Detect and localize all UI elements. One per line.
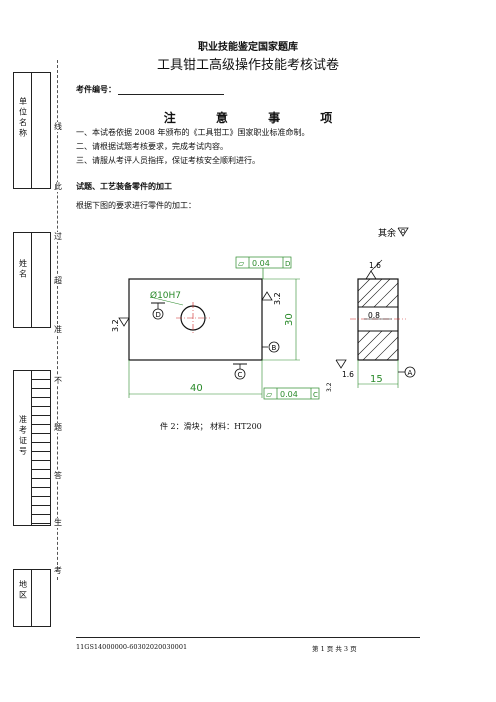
main-title: 工具钳工高级操作技能考核试卷 — [156, 58, 339, 73]
region-box[interactable]: 地 区 — [13, 569, 51, 627]
datum-d-circle — [152, 308, 164, 320]
ticket-number-box[interactable]: 准 考 证 号 — [13, 370, 51, 526]
section-title: 试题、工艺装备零件的加工 — [76, 181, 172, 191]
flatness-bottom-value: 0.04 — [280, 390, 298, 399]
notice-item-2: 二、请根据试题考核要求，完成考试内容。 — [76, 142, 228, 151]
datum-c-letter: C — [238, 371, 243, 379]
binding-char-6: 不 — [53, 376, 63, 386]
notice-title: 注 意 事 项 — [163, 111, 351, 125]
top-title: 职业技能鉴定国家题库 — [198, 42, 298, 53]
footer-page: 第 1 页 共 3 页 — [312, 645, 357, 653]
region-label: 地 区 — [18, 580, 28, 599]
section-center-label: 0.8 — [368, 311, 380, 320]
svg-text:C: C — [313, 391, 318, 399]
binding-char-8: 答 — [53, 471, 63, 481]
flatness-frame-bottom — [263, 387, 320, 400]
roughness-bottom: 3.2 — [326, 382, 333, 392]
name-box[interactable]: 姓 名 — [13, 232, 51, 328]
footer-rule — [76, 637, 420, 638]
exam-number-label: 考件编号： — [76, 84, 116, 94]
binding-char-7: 题 — [53, 423, 63, 433]
binding-char-4: 超 — [53, 276, 63, 286]
roughness-side-bottom: 1.6 — [342, 370, 354, 379]
rest-label: 其余 — [378, 227, 396, 239]
ticket-number-label: 准 考 证 号 — [18, 415, 28, 455]
unit-name-box[interactable]: 单 位 名 称 — [13, 72, 51, 189]
side-view-outline — [357, 278, 399, 361]
front-view-outline — [128, 278, 263, 361]
unit-name-label: 单 位 名 称 — [18, 97, 28, 137]
dim-15-label: 15 — [370, 374, 383, 385]
footer-code: 11GS14000000-60302020030001 — [76, 643, 188, 651]
roughness-left: 3.2 — [111, 319, 120, 332]
binding-char-3: 过 — [53, 232, 63, 242]
binding-char-2: 此 — [53, 182, 63, 192]
binding-char-5: 准 — [53, 325, 63, 335]
section-description: 根据下图的要求进行零件的加工： — [76, 201, 196, 210]
binding-char-10: 考 — [53, 566, 63, 576]
flatness-frame-top — [235, 256, 292, 269]
datum-d-letter: D — [156, 311, 161, 319]
binding-char-9: 生 — [53, 518, 63, 528]
notice-item-1: 一、本试卷依据 2008 年颁布的《工具钳工》国家职业标准命制。 — [76, 128, 310, 137]
hole-leader — [149, 296, 184, 306]
roughness-right: 3.2 — [273, 292, 282, 305]
flatness-top-value: 0.04 — [252, 259, 270, 268]
dim-40-label: 40 — [190, 383, 203, 394]
exam-number-blank[interactable] — [118, 94, 224, 95]
part-caption: 件 2：滑块； 材料：HT200 — [160, 422, 262, 431]
notice-item-3: 三、请服从考评人员指挥，保证考核安全顺利进行。 — [76, 156, 260, 165]
hole-label: Ø10H7 — [150, 290, 181, 301]
dim-30-label: 30 — [284, 313, 295, 326]
binding-char-1: 线 — [53, 122, 63, 132]
svg-text:D: D — [285, 260, 290, 268]
binding-line — [57, 60, 58, 580]
svg-text:⏥: ⏥ — [238, 259, 245, 268]
datum-b-letter: B — [272, 344, 277, 352]
roughness-side-top: 1.6 — [369, 261, 381, 270]
svg-text:⏥: ⏥ — [266, 390, 273, 399]
datum-a-letter: A — [408, 369, 413, 377]
name-label: 姓 名 — [18, 259, 28, 278]
